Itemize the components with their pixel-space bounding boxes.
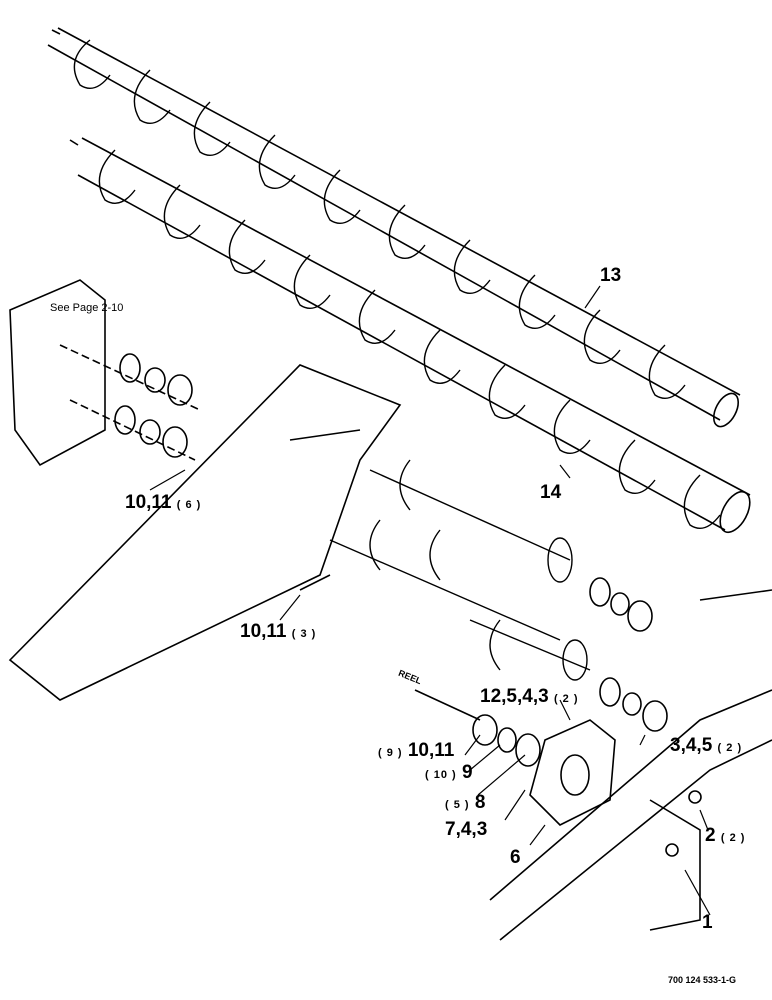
see-page-note: See Page 2-10 — [50, 302, 124, 314]
callout-14: 14 — [540, 483, 561, 502]
callout-10-11-top-text: 10,11 — [125, 492, 172, 513]
auger-lower-flights — [98, 149, 721, 529]
callout-9-qty: ( 10 ) — [425, 769, 457, 781]
trough-augers — [329, 459, 591, 681]
lower-bearing-stack — [414, 689, 616, 826]
callout-3-4-5-qty: ( 2 ) — [717, 742, 743, 754]
callout-13-text: 13 — [600, 265, 622, 286]
auger-upper-flights — [73, 39, 686, 399]
callout-10-11-low: ( 9 ) 10,11 — [378, 741, 454, 760]
callout-9: ( 10 ) 9 — [425, 763, 473, 782]
callout-12-5-4-3-qty: ( 2 ) — [553, 693, 579, 705]
callout-10-11-mid-qty: ( 3 ) — [291, 628, 317, 640]
callout-7-4-3-text: 7,4,3 — [445, 819, 488, 840]
callout-3-4-5: 3,4,5 ( 2 ) — [670, 736, 742, 755]
callout-1-text: 1 — [702, 912, 713, 933]
figure-reference: 700 124 533-1-G — [668, 975, 737, 985]
left-bearing-sets — [59, 344, 201, 461]
right-frame — [489, 589, 772, 941]
leader-lines — [149, 285, 711, 916]
auger-upper — [47, 27, 741, 428]
callout-8: ( 5 ) 8 — [445, 793, 485, 812]
callout-12-5-4-3: 12,5,4,3 ( 2 ) — [480, 687, 579, 706]
callout-10-11-mid-text: 10,11 — [240, 621, 287, 642]
callout-6: 6 — [510, 848, 521, 867]
callout-13: 13 — [600, 266, 621, 285]
callout-2-qty: ( 2 ) — [720, 832, 746, 844]
callout-3-4-5-text: 3,4,5 — [670, 735, 713, 756]
callout-7-4-3: 7,4,3 — [445, 820, 487, 839]
callout-8-text: 8 — [474, 792, 486, 813]
callout-8-qty: ( 5 ) — [445, 799, 470, 811]
callout-10-11-low-text: 10,11 — [407, 740, 455, 761]
callout-10-11-mid: 10,11 ( 3 ) — [240, 622, 316, 641]
center-bearing-set — [589, 577, 668, 732]
left-side-panel — [9, 279, 106, 467]
header-frame — [8, 364, 402, 701]
callout-10-11-low-qty: ( 9 ) — [378, 747, 403, 759]
callout-12-5-4-3-text: 12,5,4,3 — [480, 686, 549, 707]
callout-10-11-top: 10,11 ( 6 ) — [125, 493, 201, 512]
callout-10-11-top-qty: ( 6 ) — [176, 499, 202, 511]
callout-14-text: 14 — [540, 482, 562, 503]
callout-1: 1 — [702, 913, 713, 932]
callout-9-text: 9 — [461, 762, 473, 783]
callout-2: 2 ( 2 ) — [705, 826, 745, 845]
auger-lower — [69, 137, 751, 534]
callout-6-text: 6 — [510, 847, 521, 868]
callout-2-text: 2 — [705, 825, 716, 846]
